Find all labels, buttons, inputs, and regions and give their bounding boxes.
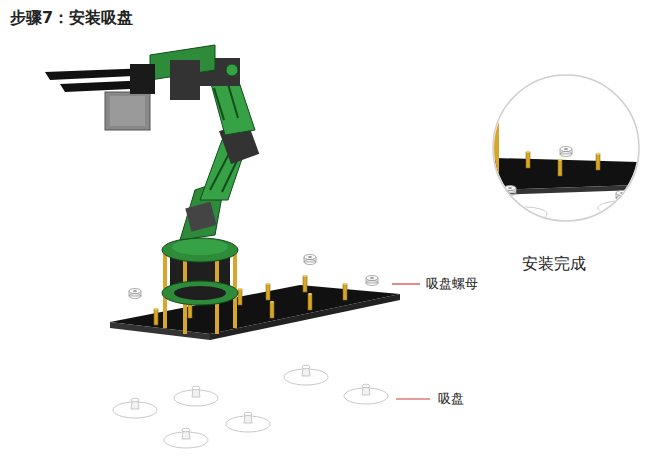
part-label: 吸盘 — [438, 390, 464, 408]
step-title: 步骤7：安装吸盘 — [10, 8, 133, 29]
part-label: 吸盘螺母 — [426, 275, 478, 293]
inset-caption: 安装完成 — [522, 254, 586, 275]
